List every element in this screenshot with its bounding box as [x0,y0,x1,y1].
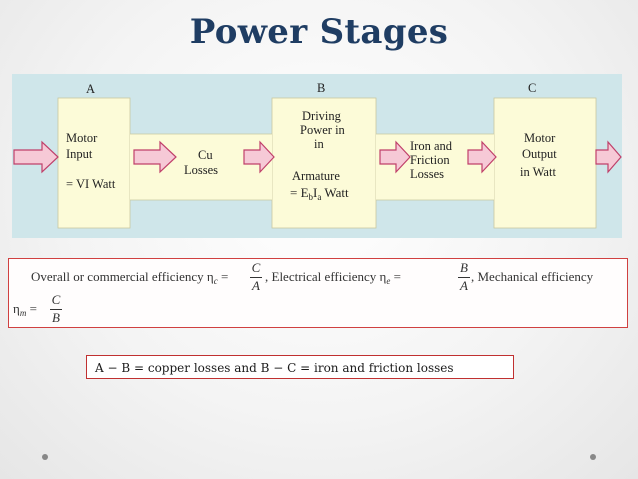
stage-c-label: C [528,81,537,95]
overall-efficiency-text: Overall or commercial efficiency ηc = [31,269,229,286]
frac-line-ca [250,277,262,278]
driving-power-line3: in [314,137,324,151]
efficiency-formula-box: Overall or commercial efficiency ηc = C … [8,258,628,328]
motor-input-line3: = VI Watt [66,177,116,191]
stage-a-box [57,97,131,229]
frac-c2-numerator: C [51,292,61,307]
electrical-efficiency-text: , Electrical efficiency ηe = [265,269,401,286]
motor-input-line2: Input [66,147,93,161]
arrow-b-iron [379,140,411,174]
losses-statement-box: A − B = copper losses and B − C = iron a… [86,355,514,379]
frac-line-ba [458,277,470,278]
arrow-cu-b [243,140,275,174]
driving-power-line2: Power in [300,123,345,137]
stage-c-box [493,97,597,229]
armature-formula: = EbIa Watt [290,185,349,202]
driving-power-line1: Driving [302,109,341,123]
channel-ab [130,134,272,200]
armature-label: Armature [292,169,340,183]
frac-line-cb [50,309,62,310]
arrow-iron-c [467,140,497,174]
stage-b-box [271,97,377,229]
frac-b-denominator: B [52,310,60,325]
motor-output-line2: Output [522,147,557,161]
cu-losses-line1: Cu [198,148,213,162]
frac-b-numerator: B [460,260,468,275]
motor-output-line1: Motor [524,131,556,145]
iron-friction-line3: Losses [410,167,445,181]
footer-dot-left [42,454,48,460]
stage-a-label: A [86,82,96,96]
cu-losses-line2: Losses [184,163,219,177]
power-stages-diagram: A B C Motor Input = VI Watt Cu Losses Dr… [12,74,622,238]
motor-output-line3: in Watt [520,165,556,179]
frac-a2-denominator: A [460,278,468,293]
mechanical-efficiency-text: , Mechanical efficiency [471,269,594,284]
arrow-a-cu [133,140,177,174]
arrow-input [13,140,59,174]
frac-c-numerator: C [251,260,261,275]
frac-a-denominator: A [252,278,260,293]
motor-input-line1: Motor [66,131,98,145]
eta-m-text: ηm = [13,301,37,318]
iron-friction-line1: Iron and [410,139,452,153]
iron-friction-line2: Friction [410,153,450,167]
slide-title: Power Stages [189,12,449,52]
arrow-output [595,140,622,174]
footer-dot-right [590,454,596,460]
diagram-graphic [12,74,622,238]
stage-b-label: B [317,81,326,95]
